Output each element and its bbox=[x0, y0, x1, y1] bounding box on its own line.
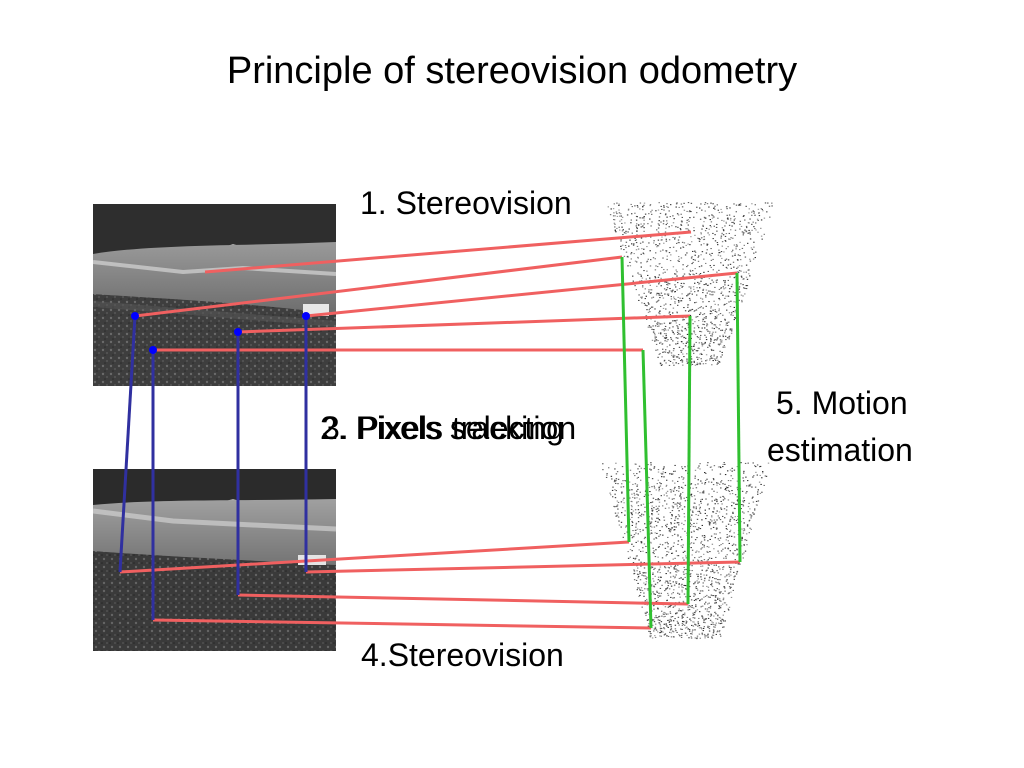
selected-pixel-marker bbox=[234, 328, 242, 336]
slide-title: Principle of stereovision odometry bbox=[226, 50, 798, 92]
motion-line bbox=[686, 315, 692, 605]
stereo-line-bottom bbox=[152, 618, 652, 630]
stereo-line-top bbox=[134, 255, 623, 318]
point-cloud-image bbox=[595, 200, 780, 640]
step-5-label-line1: 5. Motion bbox=[776, 385, 908, 421]
step-3-label: 3. Pixels tracking bbox=[322, 410, 564, 446]
stereo-line-bottom bbox=[119, 540, 630, 574]
motion-line bbox=[735, 272, 742, 563]
top-camera-image bbox=[93, 204, 336, 386]
step-5-label-line2: estimation bbox=[767, 432, 913, 468]
stereo-line-top bbox=[305, 271, 738, 318]
step-4-label: 4.Stereovision bbox=[361, 637, 564, 673]
selected-pixel-marker bbox=[131, 312, 139, 320]
motion-line bbox=[620, 256, 631, 543]
stereo-line-bottom bbox=[237, 593, 689, 606]
tracking-line bbox=[118, 315, 137, 573]
step-2-label: 2. Pixels selection bbox=[320, 410, 577, 446]
selected-pixel-marker bbox=[302, 312, 310, 320]
motion-line bbox=[641, 349, 653, 629]
step-1-label: 1. Stereovision bbox=[360, 185, 572, 221]
stereo-line-bottom bbox=[305, 560, 741, 574]
selected-pixel-marker bbox=[149, 346, 157, 354]
stereo-line-top bbox=[204, 230, 692, 274]
stereo-line-top bbox=[237, 314, 691, 334]
